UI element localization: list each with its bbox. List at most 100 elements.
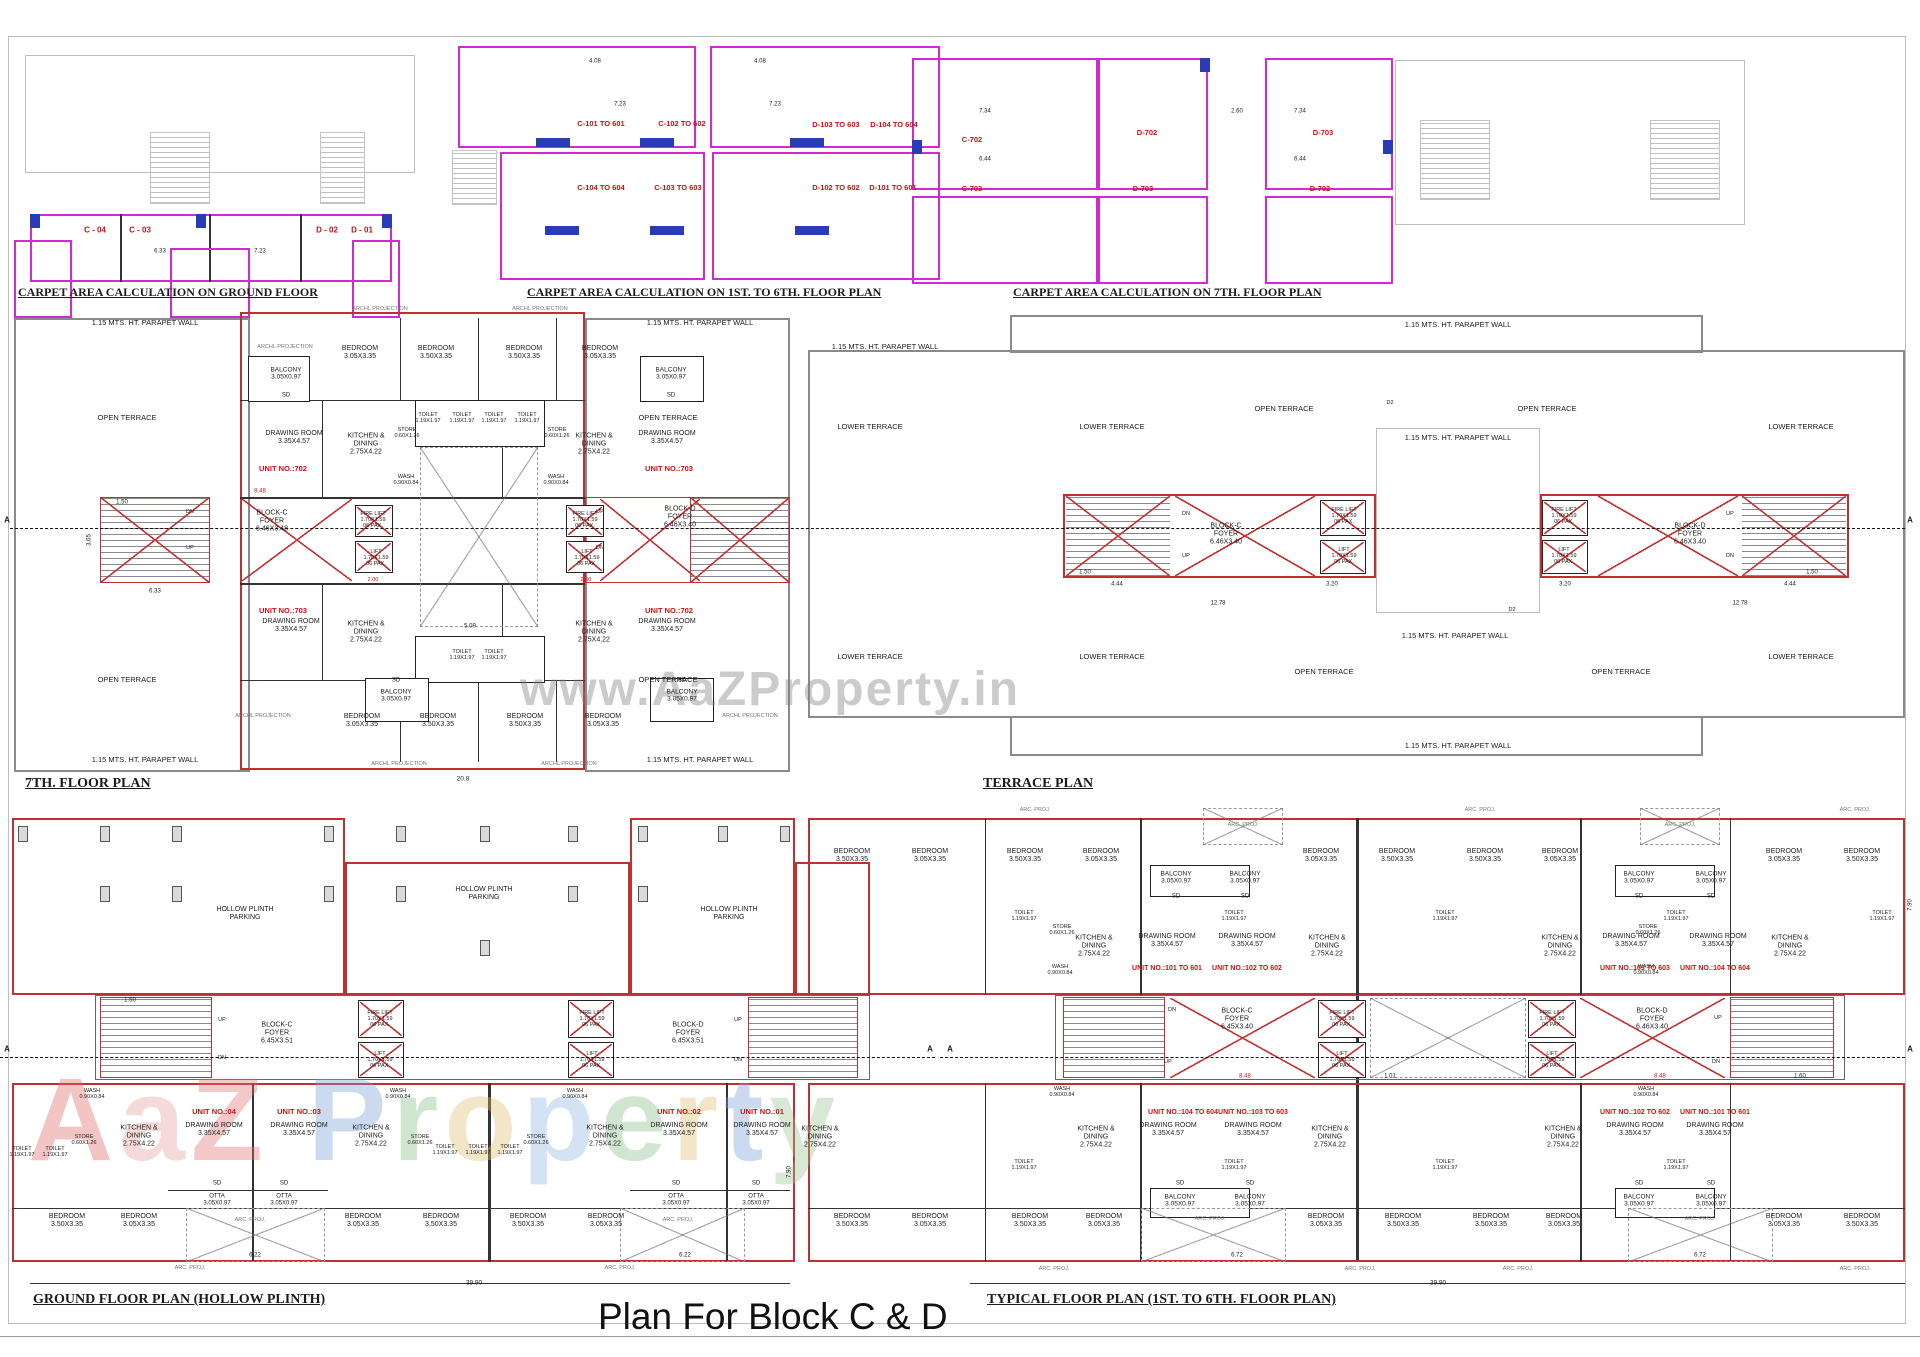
room-label: DRAWING ROOM 3.35X4.57: [265, 430, 323, 445]
room-label: STORE 0.60X1.26: [1049, 923, 1075, 936]
room-label: 3.20: [1326, 581, 1338, 588]
room-label: BEDROOM 3.05X3.35: [584, 713, 622, 728]
window-marker: [1200, 58, 1210, 72]
room-label: TOILET 1.19X1.97: [1011, 1158, 1037, 1171]
lift-shaft: [566, 541, 604, 573]
window-marker: [30, 214, 40, 228]
room-label: BLOCK-C FOYER 6.46X3.48: [256, 509, 288, 532]
room-label: BALCONY 3.05X0.97: [1164, 1193, 1196, 1208]
room-label: BEDROOM 3.05X3.35: [344, 1213, 382, 1228]
section-marker: A: [927, 1044, 933, 1054]
wall-segment: [502, 400, 504, 497]
room-label: TOILET 1.19X1.97: [1432, 909, 1458, 922]
room-label: DN: [218, 1054, 226, 1061]
room-label: UP: [1726, 510, 1734, 517]
room-label: BALCONY 3.05X0.97: [655, 366, 687, 381]
red-wall: [240, 312, 585, 770]
column: [638, 826, 648, 842]
room-label: 1.50: [116, 499, 128, 506]
room-label: BEDROOM 3.05X3.35: [587, 1213, 625, 1228]
stair-ghost: [150, 132, 210, 204]
room-label: 8.48: [254, 488, 266, 495]
projection-dashed: [620, 1208, 745, 1262]
cross-mark: [100, 497, 210, 583]
room-label: 2.00: [580, 576, 592, 583]
room-label: LIFT 1.70X1.59 06 PAX.: [574, 548, 600, 568]
projection-dashed: [186, 1208, 325, 1262]
lift-shaft: [1150, 1188, 1250, 1218]
room-label: KITCHEN & DINING 2.75X4.22: [1075, 934, 1113, 957]
section-line: [940, 1057, 1905, 1058]
room-label: UP: [1182, 552, 1190, 559]
room-label: ARCHL PROJECTION: [235, 712, 291, 719]
wall-segment: [1580, 818, 1582, 995]
room-label: BEDROOM 3.50X3.35: [1843, 1213, 1881, 1228]
room-label: UP: [734, 1016, 742, 1023]
room-label: STORE 0.60X1.26: [394, 426, 420, 439]
cross-mark: [1320, 1044, 1364, 1076]
room-label: BALCONY 3.05X0.97: [1695, 1193, 1727, 1208]
cross-mark: [1544, 502, 1586, 534]
wall-segment: [630, 1190, 790, 1191]
wall-segment: [120, 214, 122, 282]
room-label: DRAWING ROOM 3.35X4.57: [1686, 1122, 1744, 1137]
room-label: ARC. PROJ.: [1684, 1215, 1716, 1222]
carpet-unit-outline: [912, 58, 1098, 190]
unit-number: UNIT NO.:102 TO 602: [1600, 1109, 1670, 1117]
room-label: BEDROOM 3.50X3.35: [417, 345, 455, 360]
room-label: BEDROOM 3.05X3.35: [581, 345, 619, 360]
room-label: SD: [212, 1180, 222, 1187]
wall-segment: [30, 1283, 790, 1284]
room-label: 1.15 MTS. HT. PARAPET WALL: [1404, 740, 1512, 750]
room-label: FIRE LIFT 1.70X1.59 06 PAX.: [367, 1009, 393, 1029]
lift-shaft: [1320, 540, 1366, 574]
projection-dashed: [1640, 808, 1720, 845]
unit-tag: D-703: [1312, 127, 1334, 137]
unit-tag: C - 04: [84, 225, 106, 235]
room-label: BLOCK-D FOYER 6.45X3.51: [672, 1021, 704, 1044]
cross-mark: [1530, 1044, 1574, 1076]
room-label: BEDROOM 3.05X3.35: [911, 848, 949, 863]
cross-mark: [1322, 502, 1364, 534]
unit-number: UNIT NO.:01: [740, 1106, 784, 1116]
wall-segment: [400, 318, 402, 400]
room-label: SD: [1634, 1180, 1644, 1187]
lift-shaft: [1318, 1000, 1366, 1038]
window-marker: [640, 138, 674, 147]
room-label: SD: [1240, 893, 1250, 900]
watermark-letter: [269, 1054, 308, 1186]
window-marker: [795, 226, 829, 235]
room-label: 1.15 MTS. HT. PARAPET WALL: [1404, 432, 1512, 442]
section-marker: A: [4, 1044, 10, 1054]
red-wall: [100, 997, 212, 1078]
room-label: 4.44: [1784, 581, 1796, 588]
wall-segment: [240, 497, 585, 499]
unit-number: UNIT NO.:703: [645, 463, 693, 473]
column: [100, 826, 110, 842]
room-label: 12.78: [1210, 600, 1226, 607]
red-wall: [808, 1083, 1905, 1262]
room-label: BLOCK-D FOYER 6.46X3.40: [664, 505, 696, 528]
room-label: WASH 0.90X0.84: [1049, 1085, 1075, 1098]
watermark-letter: P: [307, 1054, 393, 1186]
red-wall: [1063, 997, 1165, 1078]
room-label: BALCONY 3.05X0.97: [380, 688, 412, 703]
room-label: TOILET 1.19X1.97: [42, 1145, 68, 1158]
room-label: BEDROOM 3.50X3.35: [1384, 1213, 1422, 1228]
lift-shaft: [358, 1000, 404, 1038]
red-wall: [12, 1083, 795, 1262]
room-label: BEDROOM 3.05X3.35: [1545, 1213, 1583, 1228]
room-label: KITCHEN & DINING 2.75X4.22: [575, 432, 613, 455]
room-label: ARC. PROJ.: [234, 1216, 266, 1223]
carpet-unit-outline: [912, 196, 1098, 284]
room-label: FIRE LIFT 1.70X1.59 06 PAX.: [1539, 1009, 1565, 1029]
room-label: ARCHL PROJECTION: [352, 305, 408, 312]
red-wall: [808, 818, 1905, 995]
section-marker: A: [1907, 515, 1913, 525]
room-label: FIRE LIFT 1.70X1.59 06 PAX.: [1331, 506, 1357, 526]
room-label: KITCHEN & DINING 2.75X4.22: [347, 620, 385, 643]
room-label: SD: [1706, 1180, 1716, 1187]
room-label: STORE 0.60X1.26: [523, 1133, 549, 1146]
unit-tag: D - 02: [316, 225, 338, 235]
lift-shaft: [650, 678, 714, 722]
